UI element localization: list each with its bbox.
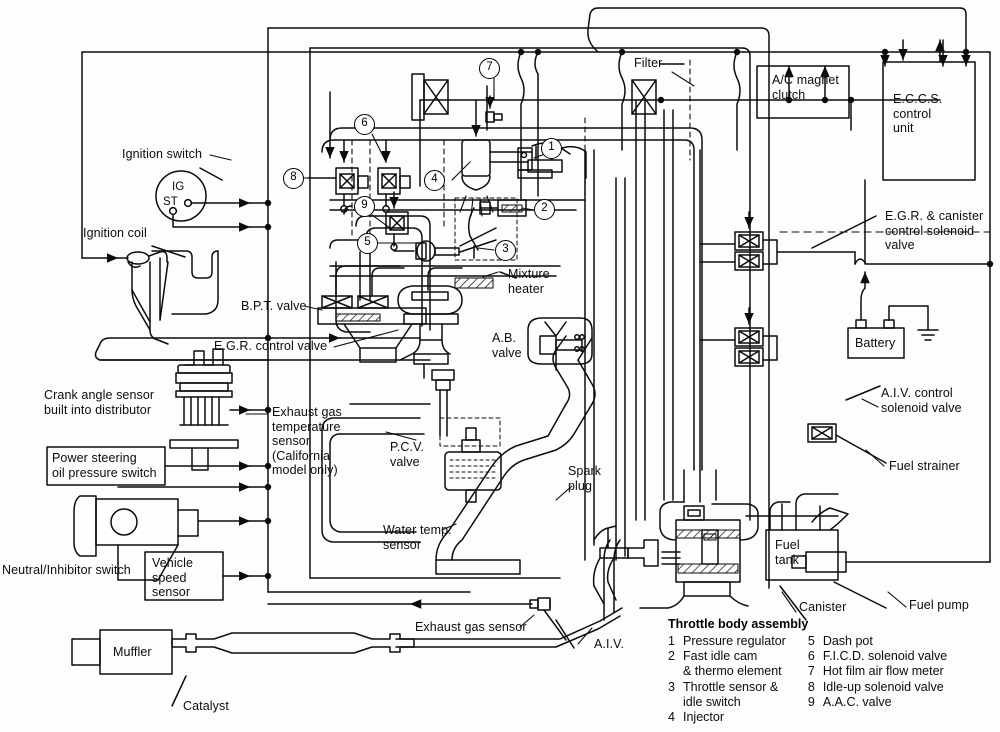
label-exhaust-gas-temp-sensor: Exhaust gas temperature sensor (Californ… bbox=[272, 405, 342, 477]
legend-item: 8 Idle-up solenoid valve bbox=[808, 680, 947, 695]
legend-item-number: 2 bbox=[668, 649, 675, 664]
legend-right-column: 5 Dash pot 6 F.I.C.D. solenoid valve 7 H… bbox=[808, 634, 947, 725]
callout-7[interactable]: 7 bbox=[479, 58, 500, 79]
legend-item: 4 Injector bbox=[668, 710, 786, 725]
label-exhaust-gas-sensor: Exhaust gas sensor bbox=[415, 620, 527, 634]
label-fuel-tank: Fuel tank bbox=[775, 538, 800, 567]
callout-5[interactable]: 5 bbox=[357, 233, 378, 254]
label-egr-canister-solenoid: E.G.R. & canister control solenoid valve bbox=[885, 209, 984, 252]
label-fuel-strainer: Fuel strainer bbox=[889, 459, 960, 473]
label-vehicle-speed-sensor: Vehicle speed sensor bbox=[152, 556, 194, 599]
label-ignition-ig: IG bbox=[172, 181, 185, 193]
label-catalyst: Catalyst bbox=[183, 699, 229, 713]
legend-item: 6 F.I.C.D. solenoid valve bbox=[808, 649, 947, 664]
callout-4[interactable]: 4 bbox=[424, 170, 445, 191]
callout-1[interactable]: 1 bbox=[541, 138, 562, 159]
legend-item: 7 Hot film air flow meter bbox=[808, 664, 947, 679]
callout-6[interactable]: 6 bbox=[354, 114, 375, 135]
legend-item-number: 5 bbox=[807, 634, 815, 648]
legend-item-text: F.I.C.D. solenoid valve bbox=[822, 649, 948, 664]
legend-item: 9 A.A.C. valve bbox=[808, 695, 947, 710]
label-ignition-switch: Ignition switch bbox=[122, 147, 203, 161]
label-spark-plug: Spark plug bbox=[568, 464, 602, 493]
legend-item: 5 Dash pot bbox=[808, 634, 947, 649]
legend-item-number: 3 bbox=[668, 679, 675, 694]
label-filter: Filter bbox=[634, 56, 663, 70]
legend-item-number: 1 bbox=[668, 634, 675, 648]
legend-item-text: Dash pot bbox=[822, 634, 873, 648]
label-aiv: A.I.V. bbox=[594, 637, 625, 651]
legend-item-number: 4 bbox=[668, 710, 675, 725]
callout-2[interactable]: 2 bbox=[534, 199, 555, 220]
legend-heading: Throttle body assembly bbox=[668, 617, 809, 631]
legend-item: 2 Fast idle cam & thermo element bbox=[668, 649, 786, 679]
legend-item-text: Injector bbox=[683, 710, 724, 725]
label-mixture-heater: Mixture heater bbox=[508, 267, 550, 296]
label-crank-angle-sensor: Crank angle sensor built into distributo… bbox=[44, 388, 155, 417]
throttle-body-legend: Throttle body assembly 1 Pressure regula… bbox=[668, 617, 998, 725]
legend-item: 3 Throttle sensor & idle switch bbox=[668, 680, 786, 710]
legend-item-text: Idle-up solenoid valve bbox=[822, 679, 944, 694]
legend-item-text: Fast idle cam & thermo element bbox=[683, 649, 782, 679]
label-muffler: Muffler bbox=[113, 645, 152, 659]
label-pcv-valve: P.C.V. valve bbox=[390, 440, 424, 469]
label-canister: Canister bbox=[799, 600, 847, 614]
callout-8[interactable]: 8 bbox=[283, 168, 304, 189]
legend-item-number: 8 bbox=[807, 679, 815, 694]
legend-item-text: Pressure regulator bbox=[683, 634, 786, 648]
label-ignition-coil: Ignition coil bbox=[83, 226, 147, 240]
legend-item-text: Throttle sensor & idle switch bbox=[683, 679, 779, 709]
label-ab-valve: A.B. valve bbox=[492, 331, 522, 360]
legend-item-text: Hot film air flow meter bbox=[822, 664, 944, 679]
label-fuel-pump: Fuel pump bbox=[909, 598, 969, 612]
label-ac-magnet-clutch: A/C magnet clutch bbox=[772, 73, 840, 102]
legend-item-number: 7 bbox=[807, 664, 815, 679]
legend-item-text: A.A.C. valve bbox=[822, 694, 892, 709]
callout-3[interactable]: 3 bbox=[495, 240, 516, 261]
label-water-temp-sensor: Water temp. sensor bbox=[383, 523, 452, 552]
legend-item-number: 6 bbox=[807, 649, 815, 664]
label-eccs-control-unit: E.C.C.S. control unit bbox=[893, 92, 943, 135]
label-ignition-st: ST bbox=[163, 196, 178, 208]
label-aiv-control-solenoid: A.I.V. control solenoid valve bbox=[881, 386, 962, 415]
legend-item-number: 9 bbox=[807, 694, 815, 709]
label-power-steering-switch: Power steering oil pressure switch bbox=[52, 451, 157, 480]
label-bpt-valve: B.P.T. valve bbox=[241, 299, 307, 313]
label-egr-control-valve: E.G.R. control valve bbox=[214, 339, 328, 353]
legend-item: 1 Pressure regulator bbox=[668, 634, 786, 649]
callout-9[interactable]: 9 bbox=[354, 196, 375, 217]
label-battery: Battery bbox=[855, 336, 896, 350]
legend-left-column: 1 Pressure regulator 2 Fast idle cam & t… bbox=[668, 634, 786, 725]
label-neutral-inhibitor-switch: Neutral/Inhibitor switch bbox=[2, 563, 131, 577]
